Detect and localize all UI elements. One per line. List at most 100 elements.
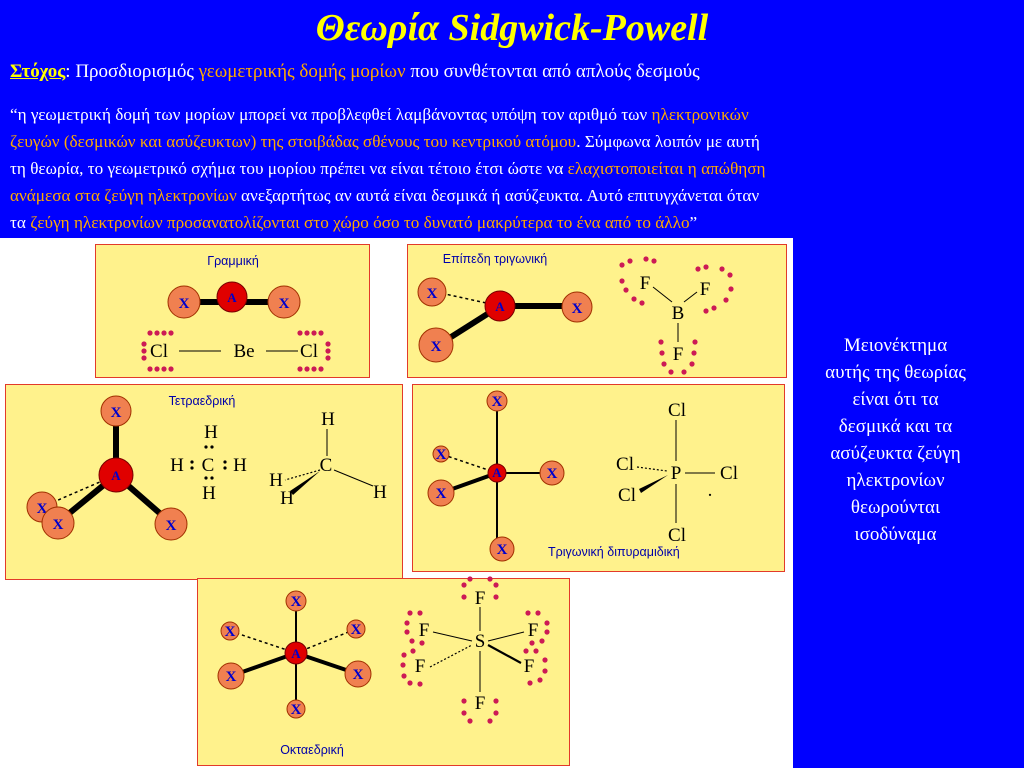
trigonal-bipyramidal-label: Τριγωνική διπυραμιδική <box>548 545 680 559</box>
ligand-x-atom <box>167 285 201 319</box>
pcl5-cl-left-lower: Cl <box>618 485 636 506</box>
ligand-x-label: X <box>37 501 48 517</box>
quote-text: τη θεωρία, το γεωμετρικό σχήμα του μορίο… <box>10 159 568 178</box>
pcl5-p: P <box>671 463 682 484</box>
drawback-line: ισοδύναμα <box>854 524 937 545</box>
bond-line <box>487 644 522 664</box>
quote-highlight: ηλεκτρονικών <box>651 105 749 124</box>
quote-text: “η γεωμετρική δομή των μορίων μπορεί να … <box>10 105 652 124</box>
ligand-x-atom <box>285 590 307 612</box>
sf6-f-lower-left: F <box>415 656 426 677</box>
ligand-x-label: X <box>427 286 438 302</box>
bond-line <box>333 469 374 487</box>
bf3-b: B <box>672 303 685 324</box>
ch4-3d-c: C <box>320 455 333 476</box>
ch4-3d-h-left: H <box>269 470 283 491</box>
sf6-f-lower-right: F <box>524 656 535 677</box>
drawback-line: Μειονέκτημα <box>843 335 948 356</box>
bond-line <box>429 644 473 668</box>
ch4-h-top: H <box>204 422 218 443</box>
pcl5-cl-top: Cl <box>668 400 686 421</box>
ligand-x-atom <box>220 621 240 641</box>
ligand-x-label: X <box>279 296 290 312</box>
linear-diagram: Γραμμική X A X Cl Be Cl <box>141 254 331 372</box>
central-a-atom <box>487 463 507 483</box>
central-a-label: A <box>111 468 121 483</box>
drawback-line: είναι ότι τα <box>852 389 939 410</box>
quote-text: ” <box>689 213 698 232</box>
ligand-x-atom <box>41 506 75 540</box>
quote-line-3: τη θεωρία, το γεωμετρικό σχήμα του μορίο… <box>10 155 1018 182</box>
slide-title: Θεωρία Sidgwick-Powell <box>315 7 709 49</box>
ligand-x-label: X <box>179 296 190 312</box>
central-a-atom <box>98 457 134 493</box>
becl2-cl-left: Cl <box>150 341 168 362</box>
ligand-x-atom <box>561 291 593 323</box>
ch4-h-bottom: H <box>202 483 216 504</box>
ch4-h-left: H <box>170 455 184 476</box>
pcl5-cl-bottom: Cl <box>668 525 686 546</box>
geometry-figure-panel: Γραμμική X A X Cl Be Cl Επίπ <box>0 238 793 768</box>
drawback-line: ασύζευκτα ζεύγη <box>830 443 961 464</box>
quote-highlight: ελαχιστοποιείται η απώθηση <box>567 159 766 178</box>
tetrahedral-label: Τετραεδρική <box>169 394 236 408</box>
ch4-3d-h-right: H <box>373 482 387 503</box>
quote-line-4: ανάμεσα στα ζεύγη ηλεκτρονίων ανεξαρτήτω… <box>10 182 1018 209</box>
quote-highlight: ζευγών (δεσμικών και ασύζευκτων) της στο… <box>10 132 577 151</box>
bond-line <box>487 631 525 642</box>
ch4-c: C <box>202 455 215 476</box>
trigonal-planar-diagram: Επίπεδη τριγωνική X A X X F F B F <box>417 252 734 375</box>
ligand-x-label: X <box>166 518 177 534</box>
ligand-x-label: X <box>497 542 508 558</box>
sf6-f-top: F <box>475 588 486 609</box>
trigonal-bipyramidal-box: X X A X X X Cl Cl P Cl Cl Cl . Τριγωνική… <box>412 384 785 572</box>
goal-text-start: Προσδιορισμός <box>75 61 199 82</box>
quote-line-5: τα ζεύγη ηλεκτρονίων προσανατολίζονται σ… <box>10 209 1018 236</box>
tetrahedral-diagram: Τετραεδρική X A X X X H H C H H <box>26 394 387 541</box>
ch4-3d-h-top: H <box>321 409 335 430</box>
central-a-label: A <box>291 646 301 661</box>
lone-pairs <box>619 256 734 375</box>
ligand-x-atom <box>427 479 455 507</box>
goal-colon: : <box>65 61 76 82</box>
ligand-x-atom <box>539 460 565 486</box>
bf3-f-bottom: F <box>673 344 684 365</box>
goal-text-end: που συνθέτονται από απλούς δεσμούς <box>405 61 700 82</box>
ligand-x-label: X <box>351 622 362 638</box>
ligand-x-atom <box>344 660 372 688</box>
central-a-label: A <box>227 290 237 305</box>
trigonal-planar-box: Επίπεδη τριγωνική X A X X F F B F <box>407 244 787 378</box>
central-a-atom <box>216 281 248 313</box>
ch4-h-right: H <box>233 455 247 476</box>
trigonal-bipyramidal-diagram: X X A X X X Cl Cl P Cl Cl Cl . <box>427 390 738 562</box>
quote-highlight: ανάμεσα στα ζεύγη ηλεκτρονίων <box>10 186 237 205</box>
central-a-atom <box>484 290 516 322</box>
lone-pairs <box>141 330 331 372</box>
sf6-f-upper-left: F <box>419 620 430 641</box>
wedge-bond <box>639 475 668 493</box>
quote-text: . Σύμφωνα λοιπόν με αυτή <box>576 132 760 151</box>
ligand-x-atom <box>489 536 515 562</box>
ligand-x-label: X <box>547 466 558 482</box>
pcl5-cl-right: Cl <box>720 463 738 484</box>
goal-label: Στόχος <box>10 61 66 82</box>
central-a-label: A <box>495 299 505 314</box>
goal-highlight: γεωμετρικής δομής μορίων <box>198 61 406 82</box>
quote-highlight: ζεύγη ηλεκτρονίων προσανατολίζονται στο … <box>30 213 690 232</box>
bond-line <box>432 631 473 642</box>
drawback-line: αυτής της θεωρίας <box>825 362 966 383</box>
ligand-x-atom <box>432 445 450 463</box>
quote-text: τα <box>10 213 31 232</box>
ligand-x-label: X <box>53 517 64 533</box>
bond-line <box>636 466 668 472</box>
ligand-x-label: X <box>353 667 364 683</box>
bf3-f-left: F <box>640 273 651 294</box>
ligand-x-atom <box>100 395 132 427</box>
wedge-bond <box>290 471 320 495</box>
ligand-x-label: X <box>492 394 503 410</box>
central-a-label: A <box>492 465 502 480</box>
sf6-f-bottom: F <box>475 693 486 714</box>
ligand-x-label: X <box>111 405 122 421</box>
octahedral-diagram: X X X A X X X Οκταεδρική S F F F F F F <box>217 576 550 757</box>
ch4-3d-h-bottom: H <box>280 488 294 509</box>
